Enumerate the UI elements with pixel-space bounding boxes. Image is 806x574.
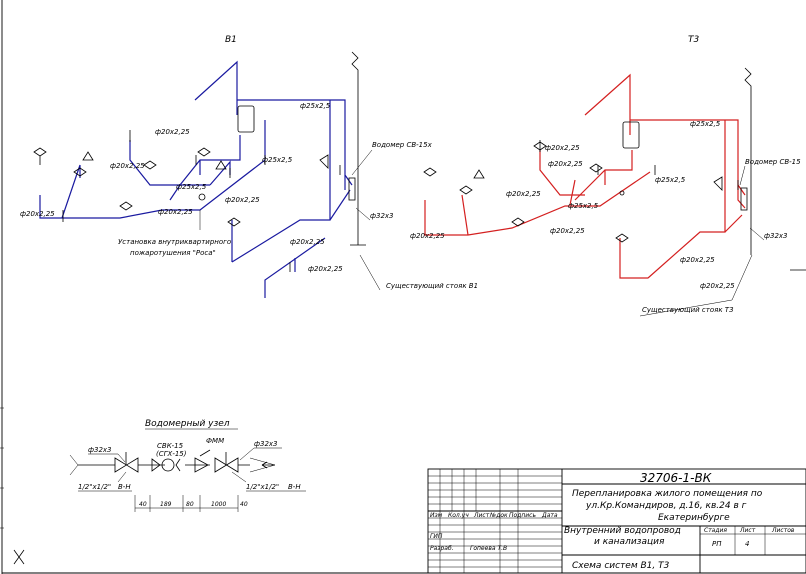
col-list: Лист: [473, 512, 490, 519]
system-b1: В1 ф25х2,5 ф25х2,5 ф25х2,5 ф20х2,25 ф20х…: [20, 35, 478, 298]
valve-right-label: 1/2"х1/2": [246, 483, 279, 491]
b1-pipe-20-label-2: ф20х2,25: [110, 162, 145, 170]
dim-2: 189: [160, 501, 172, 508]
t3-heater-tank: [622, 121, 640, 149]
b1-meter-label: Водомер СВ-15х: [372, 141, 433, 149]
b1-pipe-drop: [264, 237, 326, 298]
t3-fixtures: [423, 141, 723, 243]
valve-left-label: 1/2"х1/2": [78, 483, 111, 491]
b1-pipe-20-label-5: ф20х2,25: [225, 196, 260, 204]
b1-pipe-25-label-3: ф25х2,5: [176, 183, 207, 191]
title-project-1: Перепланировка жилого помещения по: [572, 489, 763, 499]
col-sign: Подпись: [509, 512, 536, 519]
b1-pipe-20-label-7: ф20х2,25: [308, 265, 343, 273]
b1-pipe-network: [39, 60, 353, 263]
b1-pipe-20-label-3: ф20х2,25: [20, 210, 55, 218]
t3-pipe-20-label-3: ф20х2,25: [506, 190, 541, 198]
b1-meter-symbol: [348, 177, 356, 201]
t3-title: Т3: [688, 35, 699, 45]
meter-name-2: (СГХ-15): [156, 450, 187, 458]
valve-left-symbol: [114, 452, 139, 473]
meter-node-title: Водомерный узел: [145, 419, 230, 429]
b1-fire-label-2: пожаротушения "Роса": [130, 249, 216, 257]
flow-right-label: В-Н: [288, 483, 301, 491]
system-t3: Т3 ф25х2,5 ф25х2,5 ф25х2,5 ф20х2,25 ф20х…: [410, 35, 806, 317]
meter-name-1: СВК-15: [157, 442, 184, 450]
flow-left-label: В-Н: [118, 483, 131, 491]
filter-label: ФММ: [206, 437, 224, 445]
t3-pipe-20-label-7: ф20х2,25: [700, 282, 735, 290]
stage-header: Стадия: [704, 527, 727, 534]
b1-title: В1: [225, 35, 237, 45]
sheet-header: Лист: [739, 527, 756, 534]
sheet-title: Схема систем В1, Т3: [572, 561, 670, 571]
pipe-right-label: ф32х3: [254, 440, 278, 448]
t3-meter-label: Водомер СВ-15: [745, 158, 801, 166]
title-block: 32706-1-ВК Перепланировка жилого помещен…: [427, 468, 806, 574]
valve-right-symbol: [214, 452, 239, 473]
role-gip: ГИП: [430, 533, 443, 540]
stage-value: РП: [712, 540, 722, 548]
t3-leaders: [639, 165, 765, 317]
b1-heater-tank: [237, 105, 255, 133]
t3-pipe-20-label-2: ф20х2,25: [548, 160, 583, 168]
dim-3: 80: [186, 501, 194, 508]
section-1: Внутренний водопровод: [564, 526, 681, 536]
col-doc: №док: [489, 512, 508, 519]
b1-pipe-25-label-1: ф25х2,5: [300, 102, 331, 110]
meter-symbol-cross: [151, 458, 181, 472]
sheets-header: Листов: [771, 527, 795, 534]
dim-4: 1000: [211, 501, 226, 508]
title-project-3: Екатеринбурге: [658, 513, 730, 523]
pipe-label-underlines: [88, 447, 282, 463]
col-date: Дата: [541, 512, 558, 519]
section-2: и канализация: [594, 537, 665, 547]
dimension-line: [134, 495, 239, 512]
t3-riser-label: Существующий стояк Т3: [642, 306, 734, 314]
col-izm: Изм: [430, 512, 443, 519]
t3-existing-riser: [744, 67, 806, 271]
t3-pipe-network: [424, 73, 746, 279]
b1-riser-label: Существующий стояк В1: [386, 282, 478, 290]
b1-valve-marks: [62, 130, 341, 272]
b1-fixtures: [33, 147, 329, 227]
flow-arrow: [261, 461, 275, 469]
b1-pipe-32-label: ф32х3: [370, 212, 394, 220]
sheet-value: 4: [745, 540, 749, 548]
b1-pipe-20-label-4: ф20х2,25: [158, 208, 193, 216]
b1-fire-label-1: Установка внутриквартирного: [118, 238, 231, 246]
role-razrab: Разраб.: [430, 545, 454, 552]
dim-1: 40: [139, 501, 147, 508]
pipe-left-label: ф32х3: [88, 446, 112, 454]
t3-valve-marks: [539, 140, 739, 190]
b1-pipe-20-label-6: ф20х2,25: [290, 238, 325, 246]
filter-symbol: [194, 449, 211, 473]
t3-pipe-20-label-4: ф20х2,25: [410, 232, 445, 240]
t3-pipe-25-label-1: ф25х2,5: [690, 120, 721, 128]
valve-label-underlines: [78, 471, 306, 492]
corner-cross: [13, 549, 25, 565]
col-kol: Кол.уч: [448, 512, 469, 519]
b1-existing-riser: [350, 51, 366, 246]
t3-pipe-25-label-3: ф25х2,5: [568, 202, 599, 210]
meter-node: Водомерный узел ф32х3 ф32х3 СВК-15 (СГХ-…: [69, 419, 306, 512]
name-razrab: Гопеева Т.В: [470, 545, 507, 552]
dim-5: 40: [240, 501, 248, 508]
t3-pipe-25-label-2: ф25х2,5: [655, 176, 686, 184]
t3-pipe-32-label: ф32х3: [764, 232, 788, 240]
title-project-2: ул.Кр.Командиров, д.16, кв.24 в г: [585, 501, 747, 511]
t3-pipe-20-label-1: ф20х2,25: [545, 144, 580, 152]
b1-pipe-20-label-1: ф20х2,25: [155, 128, 190, 136]
t3-meter-symbol: [740, 187, 748, 211]
title-code: 32706-1-ВК: [640, 471, 712, 485]
t3-pipe-20-label-5: ф20х2,25: [550, 227, 585, 235]
b1-pipe-25-label-2: ф25х2,5: [262, 156, 293, 164]
t3-pipe-20-label-6: ф20х2,25: [680, 256, 715, 264]
b1-leaders: [199, 149, 381, 291]
meter-symbol: [161, 458, 175, 472]
